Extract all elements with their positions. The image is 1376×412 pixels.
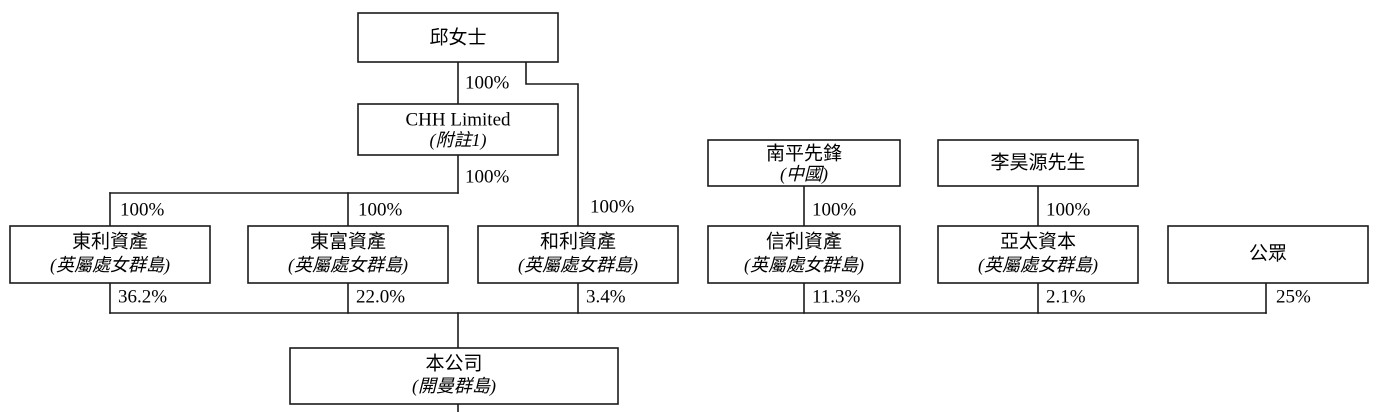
node-heli-rect[interactable] (477, 225, 679, 284)
node-yatai-rect[interactable] (937, 225, 1139, 284)
node-chh-rect[interactable] (357, 103, 559, 156)
node-heli-label: 和利資產 (540, 230, 616, 252)
node-company[interactable]: 本公司 (開曼群島) (289, 347, 619, 405)
edge-label-layer: 100% 100% 100% 100% 100% 100% 100% 36.2%… (118, 72, 1311, 307)
node-gongzhong-rect[interactable] (1167, 225, 1369, 284)
node-heli[interactable]: 和利資產 (英屬處女群島) (477, 225, 679, 284)
edge-label-yatai-co: 2.1% (1046, 286, 1086, 307)
node-dongli[interactable]: 東利資產 (英屬處女群島) (9, 225, 211, 284)
connector-layer (109, 61, 1267, 412)
node-xinli-rect[interactable] (707, 225, 901, 284)
node-qiu-rect[interactable] (357, 12, 559, 63)
node-dongfu-rect[interactable] (247, 225, 449, 284)
node-dongli-sublabel: (英屬處女群島) (50, 255, 170, 276)
node-lihaoyuan-label: 李昊源先生 (990, 151, 1085, 173)
node-nanping-sublabel: (中國) (780, 164, 828, 185)
node-qiu-label: 邱女士 (429, 26, 486, 48)
node-dongfu-label: 東富資產 (310, 230, 386, 252)
node-chh-label: CHH Limited (405, 109, 511, 130)
node-nanping-rect[interactable] (707, 139, 901, 187)
edge-label-gongzhong-co: 25% (1276, 286, 1311, 307)
edge-label-chh-dongli: 100% (120, 199, 165, 220)
node-nanping[interactable]: 南平先鋒 (中國) (707, 139, 901, 187)
node-chh-sublabel: (附註1) (430, 130, 487, 151)
node-yatai-label: 亞太資本 (1000, 230, 1076, 252)
edge-label-nanping-xinli: 100% (812, 199, 857, 220)
node-lihaoyuan-rect[interactable] (937, 139, 1139, 187)
node-xinli[interactable]: 信利資產 (英屬處女群島) (707, 225, 901, 284)
node-chh[interactable]: CHH Limited (附註1) (357, 103, 559, 156)
edge-label-lihy-yatai: 100% (1046, 199, 1091, 220)
node-company-sublabel: (開曼群島) (412, 376, 496, 397)
edge-label-chh-dongfu: 100% (358, 199, 403, 220)
node-nanping-label: 南平先鋒 (766, 142, 842, 164)
edge-label-chh-bus: 100% (465, 166, 510, 187)
edge-label-dongfu-co: 22.0% (356, 286, 405, 307)
node-dongli-label: 東利資產 (72, 230, 148, 252)
node-qiu[interactable]: 邱女士 (357, 12, 559, 63)
edge-label-dongli-co: 36.2% (118, 286, 167, 307)
edge-label-qiu-heli: 100% (590, 196, 635, 217)
edge-label-qiu-chh: 100% (465, 72, 510, 93)
node-xinli-label: 信利資產 (766, 230, 842, 252)
connector-qiu-to-heli (525, 61, 579, 227)
node-lihaoyuan[interactable]: 李昊源先生 (937, 139, 1139, 187)
node-gongzhong-label: 公眾 (1249, 243, 1287, 264)
node-layer: 邱女士 CHH Limited (附註1) 南平先鋒 (中國) 李昊源先生 (9, 12, 1369, 405)
edge-label-heli-co: 3.4% (586, 286, 626, 307)
node-dongli-rect[interactable] (9, 225, 211, 284)
node-heli-sublabel: (英屬處女群島) (518, 255, 638, 276)
edge-label-xinli-co: 11.3% (812, 286, 861, 307)
node-dongfu[interactable]: 東富資產 (英屬處女群島) (247, 225, 449, 284)
node-company-label: 本公司 (425, 352, 482, 374)
node-gongzhong[interactable]: 公眾 (1167, 225, 1369, 284)
node-dongfu-sublabel: (英屬處女群島) (288, 255, 408, 276)
node-xinli-sublabel: (英屬處女群島) (744, 255, 864, 276)
node-company-rect[interactable] (289, 347, 619, 405)
node-yatai[interactable]: 亞太資本 (英屬處女群島) (937, 225, 1139, 284)
node-yatai-sublabel: (英屬處女群島) (978, 255, 1098, 276)
